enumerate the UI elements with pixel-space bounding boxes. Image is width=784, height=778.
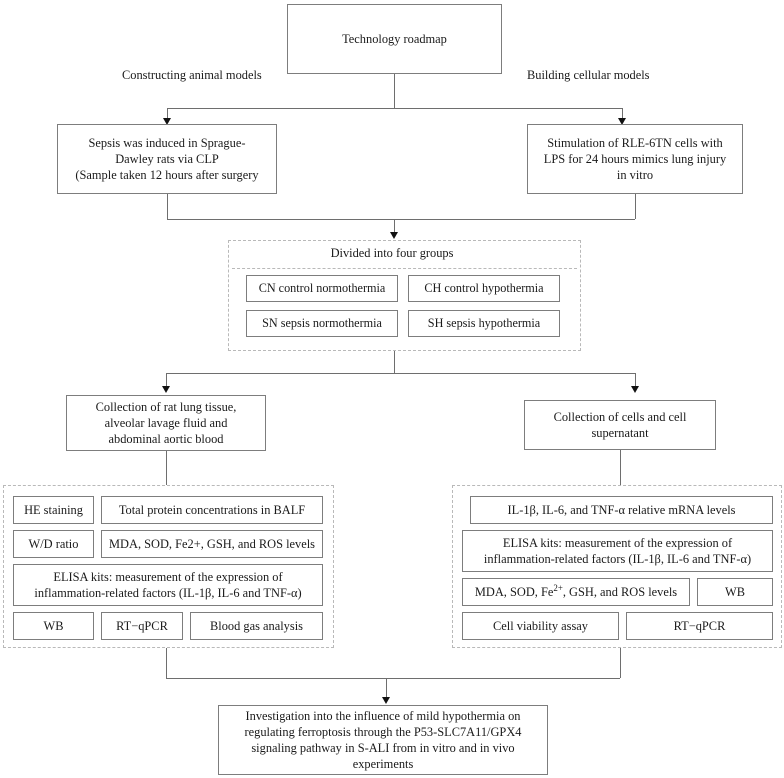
group-item-ch[interactable]: CH control hypothermia (408, 275, 560, 302)
group-item-sn[interactable]: SN sepsis normothermia (246, 310, 398, 337)
assay-panel-animal (3, 485, 334, 648)
assay-oxidative-cell-pre: MDA, SOD, Fe (474, 584, 554, 599)
assay-rtqpcr-animal-label: RT−qPCR (116, 618, 168, 633)
assay-mrna-levels[interactable]: IL-1β, IL-6, and TNF-α relative mRNA lev… (470, 496, 773, 524)
node-conclusion-line2: regulating ferroptosis through the P53-S… (244, 724, 522, 739)
assay-total-protein-balf[interactable]: Total protein concentrations in BALF (101, 496, 323, 524)
node-collection-cell-line2: supernatant (591, 426, 649, 440)
assay-elisa-cell-line2: inflammation-related factors (IL-1β, IL-… (483, 552, 752, 566)
assay-wd-ratio-label: W/D ratio (28, 536, 79, 551)
connector-groups-to-collection-cell (635, 373, 636, 388)
group-item-sn-label: SN sepsis normothermia (262, 315, 382, 330)
group-item-ch-label: CH control hypothermia (424, 280, 544, 295)
node-cell-model[interactable]: Stimulation of RLE-6TN cells with LPS fo… (527, 124, 743, 194)
connector-assays-merge-bar (166, 678, 620, 679)
node-conclusion-line4: experiments (352, 757, 414, 772)
node-collection-animal[interactable]: Collection of rat lung tissue, alveolar … (66, 395, 266, 451)
node-collection-animal-line2: alveolar lavage fluid and (104, 415, 228, 430)
node-cell-model-line3: in vitro (616, 168, 654, 183)
assay-wd-ratio[interactable]: W/D ratio (13, 530, 94, 558)
assay-oxidative-animal-label: MDA, SOD, Fe2+, GSH, and ROS levels (109, 536, 315, 551)
groups-header-separator (232, 268, 577, 269)
connector-merge-to-groups (394, 219, 395, 235)
assay-rtqpcr-cell[interactable]: RT−qPCR (626, 612, 773, 640)
group-item-cn[interactable]: CN control normothermia (246, 275, 398, 302)
assay-mrna-levels-label: IL-1β, IL-6, and TNF-α relative mRNA lev… (507, 502, 736, 517)
node-animal-model[interactable]: Sepsis was induced in Sprague- Dawley ra… (57, 124, 277, 194)
assay-panel-cell (452, 485, 782, 648)
node-animal-model-line2: Dawley rats via CLP (115, 151, 219, 166)
assay-cell-viability-label: Cell viability assay (493, 618, 588, 633)
node-collection-animal-line1: Collection of rat lung tissue, (95, 399, 237, 414)
arrowhead-to-collection-animal (162, 386, 170, 393)
assay-elisa-cell[interactable]: ELISA kits: measurement of the expressio… (462, 530, 773, 572)
node-collection-animal-line3: abdominal aortic blood (108, 432, 224, 447)
connector-groups-stem (394, 351, 395, 373)
node-collection-cell[interactable]: Collection of cells and cell supernatant (524, 400, 716, 450)
assay-he-staining[interactable]: HE staining (13, 496, 94, 524)
connector-models-merge-bar (167, 219, 635, 220)
group-item-sh[interactable]: SH sepsis hypothermia (408, 310, 560, 337)
assay-blood-gas-label: Blood gas analysis (210, 618, 303, 633)
node-conclusion-line3: signaling pathway in S-ALI from in vitro… (251, 741, 515, 755)
connector-groups-to-collection-animal (166, 373, 167, 388)
assay-elisa-animal-line1: ELISA kits: measurement of the expressio… (53, 569, 283, 584)
assay-oxidative-cell-post: , GSH, and ROS levels (562, 584, 678, 599)
edge-label-constructing-animal-models: Constructing animal models (122, 68, 262, 82)
arrowhead-to-cell-model (618, 118, 626, 125)
connector-collection-animal-to-assays (166, 451, 167, 485)
connector-assays-cell-down (620, 648, 621, 678)
connector-root-to-animal (167, 108, 168, 120)
group-container-four-groups (228, 240, 581, 351)
assay-he-staining-label: HE staining (24, 502, 83, 517)
node-technology-roadmap[interactable]: Technology roadmap (287, 4, 502, 74)
assay-rtqpcr-cell-label: RT−qPCR (673, 618, 726, 633)
arrowhead-to-groups (390, 232, 398, 239)
node-cell-model-line2: LPS for 24 hours mimics lung injury (543, 151, 727, 166)
assay-elisa-cell-line1: ELISA kits: measurement of the expressio… (502, 535, 733, 550)
groups-header-label: Divided into four groups (330, 246, 454, 260)
assay-total-protein-balf-label: Total protein concentrations in BALF (118, 502, 306, 517)
arrowhead-to-collection-cell (631, 386, 639, 393)
arrowhead-to-conclusion (382, 697, 390, 704)
assay-wb-animal[interactable]: WB (13, 612, 94, 640)
assay-wb-cell-label: WB (725, 584, 745, 599)
node-animal-model-line1: Sepsis was induced in Sprague- (88, 135, 246, 150)
assay-oxidative-animal[interactable]: MDA, SOD, Fe2+, GSH, and ROS levels (101, 530, 323, 558)
assay-elisa-animal[interactable]: ELISA kits: measurement of the expressio… (13, 564, 323, 606)
arrowhead-to-animal-model (163, 118, 171, 125)
group-item-cn-label: CN control normothermia (258, 280, 386, 295)
assay-wb-cell[interactable]: WB (697, 578, 773, 606)
connector-root-stem (394, 74, 395, 108)
connector-root-split-bar (167, 108, 622, 109)
edge-label-building-cellular-models: Building cellular models (527, 68, 650, 82)
connector-root-to-cell (622, 108, 623, 120)
assay-rtqpcr-animal[interactable]: RT−qPCR (101, 612, 183, 640)
connector-merge-to-conclusion (386, 678, 387, 700)
connector-collection-cell-to-assays (620, 450, 621, 485)
assay-wb-animal-label: WB (43, 618, 64, 633)
assay-cell-viability[interactable]: Cell viability assay (462, 612, 619, 640)
connector-groups-split-bar (166, 373, 635, 374)
node-cell-model-line1: Stimulation of RLE-6TN cells with (547, 135, 723, 150)
assay-oxidative-cell-charge: 2+ (553, 582, 563, 593)
node-collection-cell-line1: Collection of cells and cell (553, 409, 687, 424)
assay-oxidative-cell[interactable]: MDA, SOD, Fe2+, GSH, and ROS levels (462, 578, 690, 606)
node-conclusion[interactable]: Investigation into the influence of mild… (218, 705, 548, 775)
connector-assays-animal-down (166, 648, 167, 678)
assay-blood-gas[interactable]: Blood gas analysis (190, 612, 323, 640)
assay-elisa-animal-line2: inflammation-related factors (IL-1β, IL-… (34, 586, 302, 600)
node-conclusion-line1: Investigation into the influence of mild… (245, 708, 521, 723)
node-technology-roadmap-label: Technology roadmap (342, 31, 447, 46)
connector-animal-down (167, 194, 168, 219)
group-item-sh-label: SH sepsis hypothermia (427, 315, 541, 330)
connector-cell-down (635, 194, 636, 219)
node-animal-model-line3: (Sample taken 12 hours after surgery (75, 168, 259, 183)
